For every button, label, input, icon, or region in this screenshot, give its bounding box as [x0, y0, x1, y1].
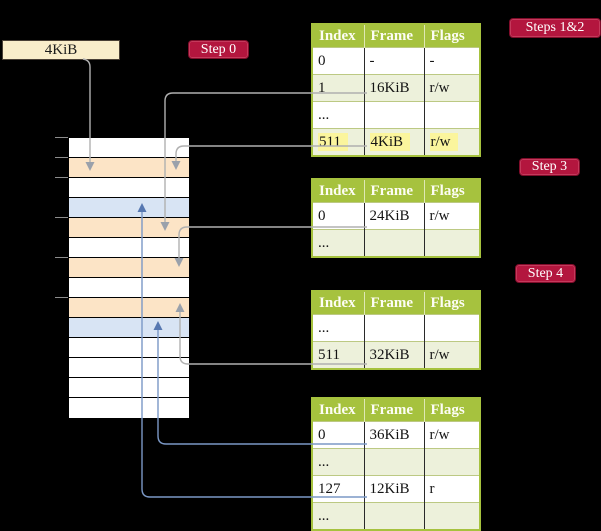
col-index: Index: [312, 291, 364, 315]
memory-tick: [55, 177, 68, 178]
col-frame: Frame: [363, 291, 424, 315]
col-flags: Flags: [423, 398, 480, 422]
memory-tick: [55, 297, 68, 298]
memory-row-6: [69, 258, 189, 278]
table-row: 127 12KiB r: [312, 475, 480, 503]
table-row: 511 32KiB r/w: [312, 341, 480, 369]
memory-row-9: [69, 318, 189, 338]
col-index: Index: [312, 398, 364, 422]
table-header: Index Frame Flags: [312, 398, 480, 422]
table-row: ...: [312, 502, 480, 530]
memory-row-8: [69, 298, 189, 318]
memory-row-13: [69, 398, 189, 417]
table-header: Index Frame Flags: [312, 24, 480, 48]
memory-tick: [55, 137, 68, 138]
page-table-1: Index Frame Flags 0 - - 1 16KiB r/w ... …: [311, 23, 482, 157]
col-frame: Frame: [363, 24, 424, 48]
memory-row-11: [69, 358, 189, 378]
label-step-4: Step 4: [515, 264, 576, 283]
label-steps-1-2: Steps 1&2: [509, 18, 601, 38]
memory-row-4: [69, 218, 189, 238]
table-row: ...: [312, 101, 480, 129]
table-row: 0 - -: [312, 47, 480, 75]
memory-row-2: [69, 178, 189, 198]
memory-tick: [55, 157, 68, 158]
label-step-0: Step 0: [188, 40, 249, 59]
table-row-highlighted: 511 4KiB r/w: [312, 128, 480, 156]
memory-row-0: [69, 138, 189, 158]
memory-tick: [55, 217, 68, 218]
col-flags: Flags: [423, 179, 480, 203]
highlighted-cell: r/w: [429, 132, 458, 151]
table-header: Index Frame Flags: [312, 291, 480, 315]
col-index: Index: [312, 179, 364, 203]
memory-row-10: [69, 338, 189, 358]
table-row: 1 16KiB r/w: [312, 74, 480, 102]
highlighted-cell: 511: [318, 132, 348, 151]
col-flags: Flags: [423, 24, 480, 48]
memory-row-3: [69, 198, 189, 218]
page-table-2: Index Frame Flags 0 24KiB r/w ...: [311, 178, 482, 258]
table-row: ...: [312, 229, 480, 257]
page-table-3: Index Frame Flags ... 511 32KiB r/w: [311, 290, 482, 370]
memory-tick: [55, 257, 68, 258]
page-table-4: Index Frame Flags 0 36KiB r/w ... 127 12…: [311, 397, 482, 531]
frame-size-box: 4KiB: [2, 40, 120, 60]
col-flags: Flags: [423, 291, 480, 315]
col-frame: Frame: [363, 398, 424, 422]
highlighted-cell: 4KiB: [369, 132, 411, 151]
memory-row-5: [69, 238, 189, 258]
memory-row-12: [69, 378, 189, 398]
table-row: ...: [312, 448, 480, 476]
table-header: Index Frame Flags: [312, 179, 480, 203]
col-frame: Frame: [363, 179, 424, 203]
col-index: Index: [312, 24, 364, 48]
table-row: 0 24KiB r/w: [312, 202, 480, 230]
label-step-3: Step 3: [519, 158, 580, 176]
memory-row-1: [69, 158, 189, 178]
table-row: ...: [312, 314, 480, 342]
table-row: 0 36KiB r/w: [312, 421, 480, 449]
memory-strip: [68, 137, 190, 419]
memory-row-7: [69, 278, 189, 298]
